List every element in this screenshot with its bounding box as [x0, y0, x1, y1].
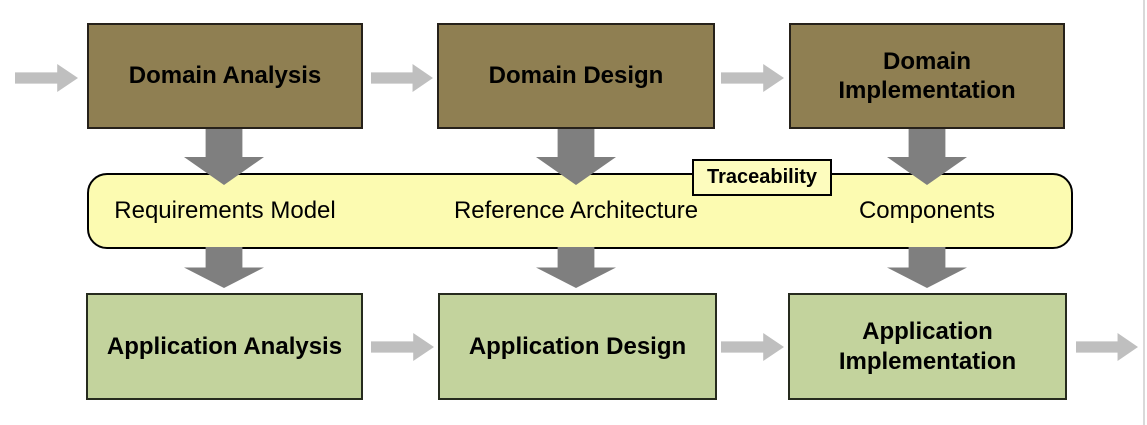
- box-application-design: Application Design: [438, 293, 717, 400]
- band-item-requirements-model: Requirements Model: [65, 173, 385, 249]
- arrow-application-analysis-to-design-icon: [371, 333, 434, 361]
- box-domain-implementation: Domain Implementation: [789, 23, 1065, 129]
- arrow-domain-design-to-implementation-icon: [721, 64, 784, 92]
- arrow-domain-analysis-to-design-icon: [371, 64, 433, 92]
- box-domain-analysis: Domain Analysis: [87, 23, 363, 129]
- box-label: Application Analysis: [106, 332, 343, 360]
- entry-arrow-icon: [15, 64, 78, 92]
- box-label: Domain Implementation: [838, 47, 1016, 104]
- box-domain-design: Domain Design: [437, 23, 715, 129]
- arrow-application-design-to-implementation-icon: [721, 333, 784, 361]
- band-item-components: Components: [767, 173, 1087, 249]
- page-edge-line: [1143, 0, 1145, 425]
- box-label: Domain Analysis: [128, 62, 322, 90]
- band-item-label: Reference Architecture: [453, 197, 699, 224]
- band-item-label: Components: [858, 197, 996, 224]
- down-arrow-band-to-application-design-icon: [536, 247, 616, 288]
- box-label: Domain Design: [488, 62, 664, 90]
- exit-arrow-icon: [1076, 333, 1138, 361]
- box-application-analysis: Application Analysis: [86, 293, 363, 400]
- box-label: Application Design: [468, 332, 687, 360]
- traceability-tag: Traceability: [692, 159, 832, 196]
- down-arrow-band-to-application-implementation-icon: [887, 247, 967, 288]
- box-application-implementation: Application Implementation: [788, 293, 1067, 400]
- box-label: Application Implementation: [838, 318, 1017, 375]
- band-item-reference-architecture: Reference Architecture: [416, 173, 736, 249]
- down-arrow-band-to-application-analysis-icon: [184, 247, 264, 288]
- traceability-tag-label: Traceability: [706, 166, 818, 188]
- band-item-label: Requirements Model: [114, 197, 336, 224]
